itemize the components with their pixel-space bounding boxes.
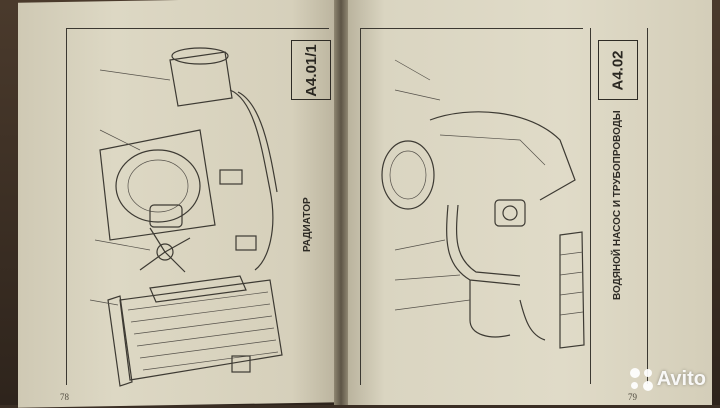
right-page-sidebar	[590, 28, 648, 384]
radiator-illustration	[107, 275, 283, 387]
avito-watermark: Avito	[629, 368, 706, 391]
right-page-code-box: A4.02	[598, 40, 638, 100]
left-page-number: 78	[60, 392, 69, 402]
left-page-code-box: A4.01/1	[291, 40, 331, 100]
right-page-code: A4.02	[609, 49, 627, 91]
engine-block-outline-illustration	[429, 111, 576, 201]
fan-shroud-illustration	[99, 129, 216, 241]
fan-illustration	[139, 204, 191, 273]
water-pump-illustration	[494, 199, 526, 227]
pipes-illustration	[446, 204, 546, 341]
left-page-frame	[66, 28, 329, 385]
left-page-code: A4.01/1	[302, 43, 320, 97]
avito-logo-icon	[629, 368, 653, 391]
right-page-title: ВОДЯНОЙ НАСОС И ТРУБОПРОВОДЫ	[612, 110, 623, 300]
avito-watermark-text: Avito	[656, 368, 706, 390]
expansion-tank-illustration	[169, 47, 233, 107]
callout-leader-lines	[89, 59, 471, 311]
right-page-frame	[360, 28, 583, 385]
left-page-title: РАДИАТОР	[302, 197, 313, 252]
pump-pulley-illustration	[381, 140, 435, 210]
right-page	[340, 0, 712, 405]
radiator-fragment-illustration	[559, 231, 585, 349]
book-gutter	[334, 0, 348, 405]
right-page-number: 79	[628, 392, 637, 402]
hoses-illustration	[219, 89, 278, 373]
